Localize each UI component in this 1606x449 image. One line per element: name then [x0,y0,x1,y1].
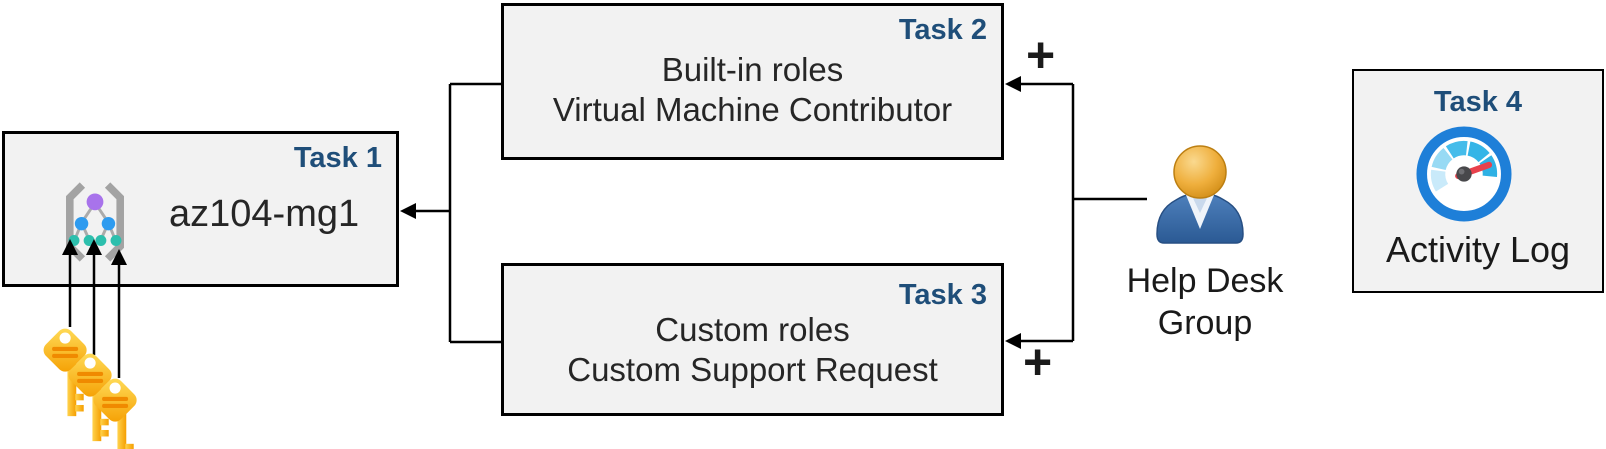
task2-label: Task 2 [898,14,987,46]
task3-line2: Custom Support Request [567,351,938,388]
helpdesk-caption-line1: Help Desk [1126,262,1284,300]
connector-left [414,82,502,344]
task3-box: Task 3 Custom roles Custom Support Reque… [501,263,1004,416]
task2-text: Built-in roles Virtual Machine Contribut… [504,50,1001,130]
task2-line2: Virtual Machine Contributor [552,91,953,128]
arrowhead-task1 [400,203,416,219]
helpdesk-caption-line2: Group [1157,304,1253,342]
helpdesk-group-caption: Help Desk Group [1105,260,1305,344]
task2-line1: Built-in roles [661,51,844,88]
gauge-icon [1416,126,1512,222]
arrowhead-task3 [1005,333,1021,349]
task4-caption: Activity Log [1385,229,1571,270]
keys-icon [40,325,141,449]
task4-box: Task 4 Activity Log [1352,69,1604,293]
plus-sign-task2: + [1026,27,1056,83]
plus-sign-task3: + [1023,334,1053,390]
task4-label: Task 4 [1433,86,1523,118]
task3-line1: Custom roles [655,311,850,348]
task1-label: Task 1 [293,142,382,174]
task3-label: Task 3 [898,279,987,311]
arrowhead-task2 [1005,76,1021,92]
task2-box: Task 2 Built-in roles Virtual Machine Co… [501,3,1004,160]
management-group-icon [66,182,124,262]
management-group-name: az104-mg1 [169,193,360,235]
user-icon [1156,145,1244,244]
task3-text: Custom roles Custom Support Request [504,310,1001,390]
task1-box: Task 1 az104-mg1 [2,131,399,287]
